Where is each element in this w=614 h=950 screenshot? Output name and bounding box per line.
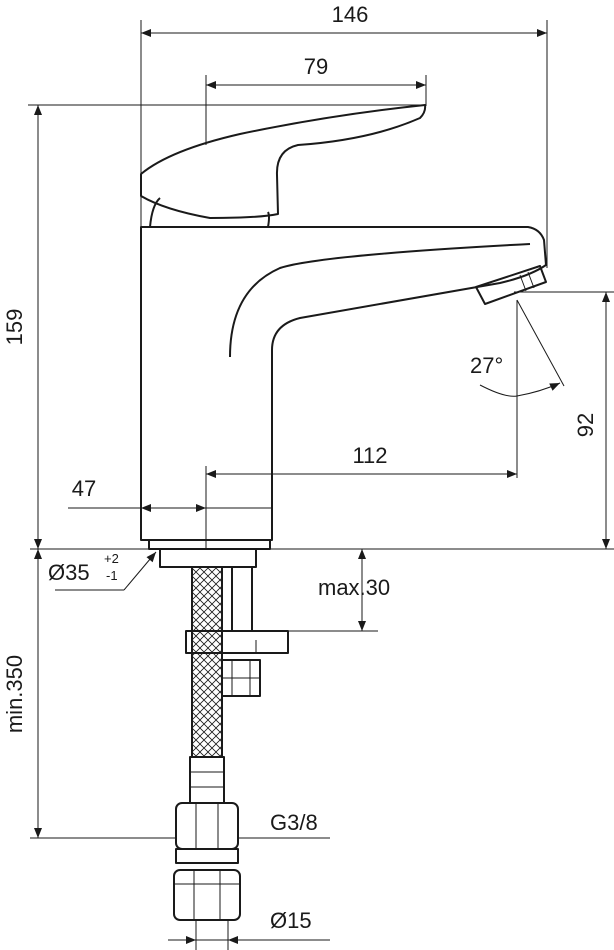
lever-handle (140, 104, 427, 228)
dim-spout-clearance: 92 (573, 413, 598, 437)
dim-connection-diameter: Ø15 (270, 908, 312, 933)
dim-total-width: 146 (332, 2, 369, 27)
dim-spout-angle: 27° (470, 353, 503, 378)
lever-cartridge (149, 197, 270, 228)
dim-connection-thread: G3/8 (270, 810, 318, 835)
dim-lever-length: 79 (304, 54, 328, 79)
spout-curve (229, 243, 531, 358)
dim-min-hose-length: min.350 (2, 655, 27, 733)
faucet-body (30, 226, 614, 550)
lever-outline (140, 104, 427, 219)
dim-base-tolerance-minus: -1 (106, 568, 118, 583)
dim-total-height: 159 (2, 309, 27, 346)
dim-spout-reach: 112 (352, 443, 387, 468)
aerator (475, 265, 547, 305)
fixing-plate (185, 630, 289, 654)
base-ring (148, 539, 271, 550)
bottom-nut (173, 869, 241, 921)
dim-base-tolerance-plus: +2 (104, 551, 119, 566)
underside-fittings (159, 548, 289, 921)
connection-nut (175, 802, 239, 850)
body-outline (140, 226, 547, 541)
dim-max-thickness: max.30 (318, 575, 390, 600)
dim-base-offset: 47 (72, 476, 96, 501)
mounting-stud (231, 566, 253, 632)
dim-base-diameter: Ø35 (48, 560, 90, 585)
braided-hose (191, 566, 223, 758)
